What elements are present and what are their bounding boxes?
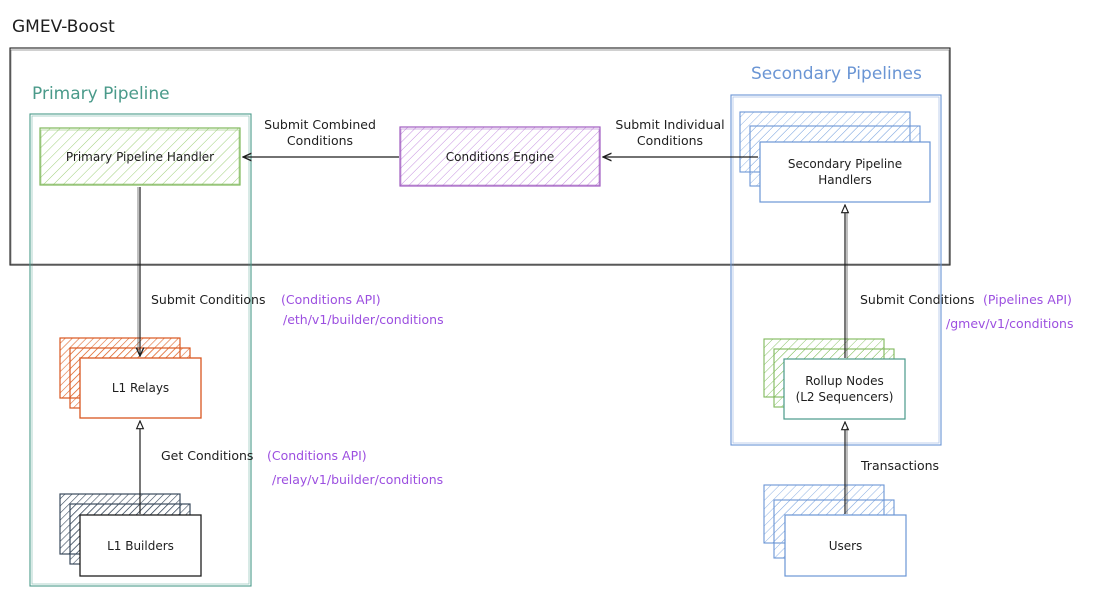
submit-combined-line1: Submit Combined xyxy=(264,117,376,132)
primary-pipeline-container xyxy=(29,113,252,587)
l1-relays-stack xyxy=(59,337,202,419)
secondary-submit-conditions-api: (Pipelines API) xyxy=(983,292,1072,307)
primary-submit-conditions-label: Submit Conditions xyxy=(151,292,266,307)
l1-builders-label: L1 Builders xyxy=(107,538,174,553)
gmev-boost-container xyxy=(9,47,951,266)
rollup-nodes-stack xyxy=(763,338,906,420)
submit-individual-line2: Conditions xyxy=(636,133,704,148)
get-conditions-label: Get Conditions xyxy=(161,448,254,463)
secondary-handlers-line1: Secondary Pipeline xyxy=(787,157,903,171)
conditions-engine-label: Conditions Engine xyxy=(445,149,555,164)
get-conditions-path: /relay/v1/builder/conditions xyxy=(272,472,444,487)
secondary-pipelines-container xyxy=(730,94,942,446)
transactions-label: Transactions xyxy=(861,458,940,473)
submit-combined-label: Submit Combined Conditions xyxy=(254,117,386,149)
get-conditions-api: (Conditions API) xyxy=(267,448,367,463)
primary-pipeline-handler-box xyxy=(39,127,241,186)
users-label: Users xyxy=(828,538,863,553)
arrow-users-to-rollup xyxy=(845,422,847,514)
secondary-pipeline-handlers-label: Secondary Pipeline Handlers xyxy=(760,142,930,202)
submit-individual-label: Submit Individual Conditions xyxy=(606,117,734,149)
secondary-handlers-line2: Handlers xyxy=(818,173,872,187)
l1-relays-label: L1 Relays xyxy=(111,381,170,395)
arrow-primary-handler-to-relays xyxy=(138,187,140,356)
primary-pipeline-title: Primary Pipeline xyxy=(32,84,170,104)
diagram-title: GMEV-Boost xyxy=(12,17,115,37)
submit-combined-line2: Conditions xyxy=(286,133,354,148)
secondary-pipelines-title: Secondary Pipelines xyxy=(751,64,922,84)
arrow-rollup-to-secondary xyxy=(845,205,847,358)
primary-submit-conditions-api: (Conditions API) xyxy=(281,292,381,307)
submit-individual-line1: Submit Individual xyxy=(615,117,725,132)
conditions-engine-box xyxy=(399,126,601,187)
primary-submit-conditions-path: /eth/v1/builder/conditions xyxy=(283,312,444,327)
l1-builders-stack xyxy=(59,493,202,577)
rollup-nodes-line2: (L2 Sequencers) xyxy=(795,390,894,404)
secondary-pipeline-handlers-stack xyxy=(739,111,931,203)
secondary-submit-conditions-path: /gmev/v1/conditions xyxy=(946,316,1074,331)
rollup-nodes-label: Rollup Nodes (L2 Sequencers) xyxy=(784,359,905,419)
users-stack xyxy=(763,484,907,577)
primary-pipeline-handler-label: Primary Pipeline Handler xyxy=(65,149,215,164)
secondary-submit-conditions-label: Submit Conditions xyxy=(860,292,975,307)
rollup-nodes-line1: Rollup Nodes xyxy=(805,374,884,388)
